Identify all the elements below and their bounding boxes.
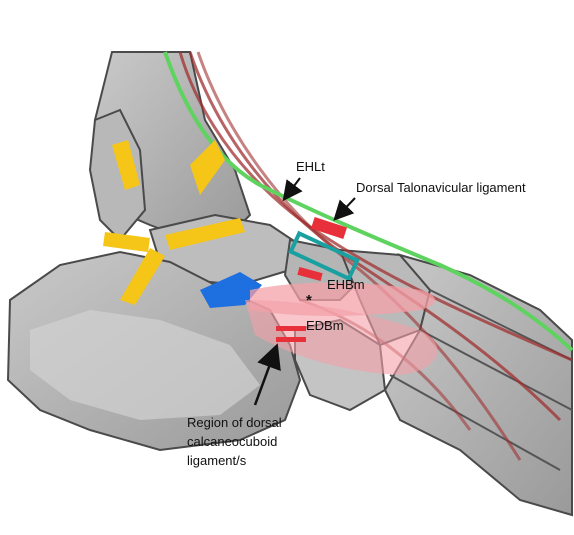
- label-asterisk: *: [306, 292, 312, 309]
- ligament-yellow-1: [112, 140, 140, 190]
- label-dcc-line-1: Region of dorsal: [187, 415, 282, 430]
- tendon-edl-1: [178, 51, 573, 362]
- highlight-box: [288, 230, 360, 282]
- label-dorsal-calcaneocuboid: Region of dorsal calcaneocuboid ligament…: [187, 413, 347, 470]
- label-dcc-line-3: ligament/s: [187, 453, 247, 468]
- ligament-dorsal-calcaneocuboid-1: [276, 326, 306, 331]
- metatarsal-line-3: [389, 374, 561, 471]
- metatarsal-line-2: [419, 329, 573, 411]
- ligament-dorsal-talonavicular: [310, 217, 348, 239]
- fibula-bone: [88, 108, 147, 242]
- label-dcc-line-2: calcaneocuboid: [187, 434, 278, 449]
- label-ehlt: EHLt: [296, 159, 325, 174]
- calcaneus-shading: [30, 310, 260, 420]
- arrow-dorsal-calcaneocuboid: [253, 343, 281, 406]
- ligament-dorsal-calcaneocuboid-2: [276, 337, 306, 342]
- arrow-ehlt: [282, 177, 303, 202]
- label-dorsal-talonavicular: Dorsal Talonavicular ligament: [356, 180, 526, 195]
- label-edbm: EDBm: [306, 318, 344, 333]
- ligament-red-small: [297, 267, 323, 281]
- tendon-ehl-green: [163, 51, 574, 352]
- ligament-blue: [200, 272, 262, 308]
- ligament-yellow-2: [190, 140, 225, 195]
- tendon-edl-3: [196, 51, 522, 461]
- label-ehbm: EHBm: [327, 277, 365, 292]
- muscle-edbm: [245, 300, 438, 375]
- ligament-yellow-5: [103, 232, 150, 252]
- ligament-yellow-3: [165, 218, 245, 250]
- ligament-yellow-4: [120, 248, 165, 305]
- arrow-dorsal-talonavicular: [333, 197, 356, 221]
